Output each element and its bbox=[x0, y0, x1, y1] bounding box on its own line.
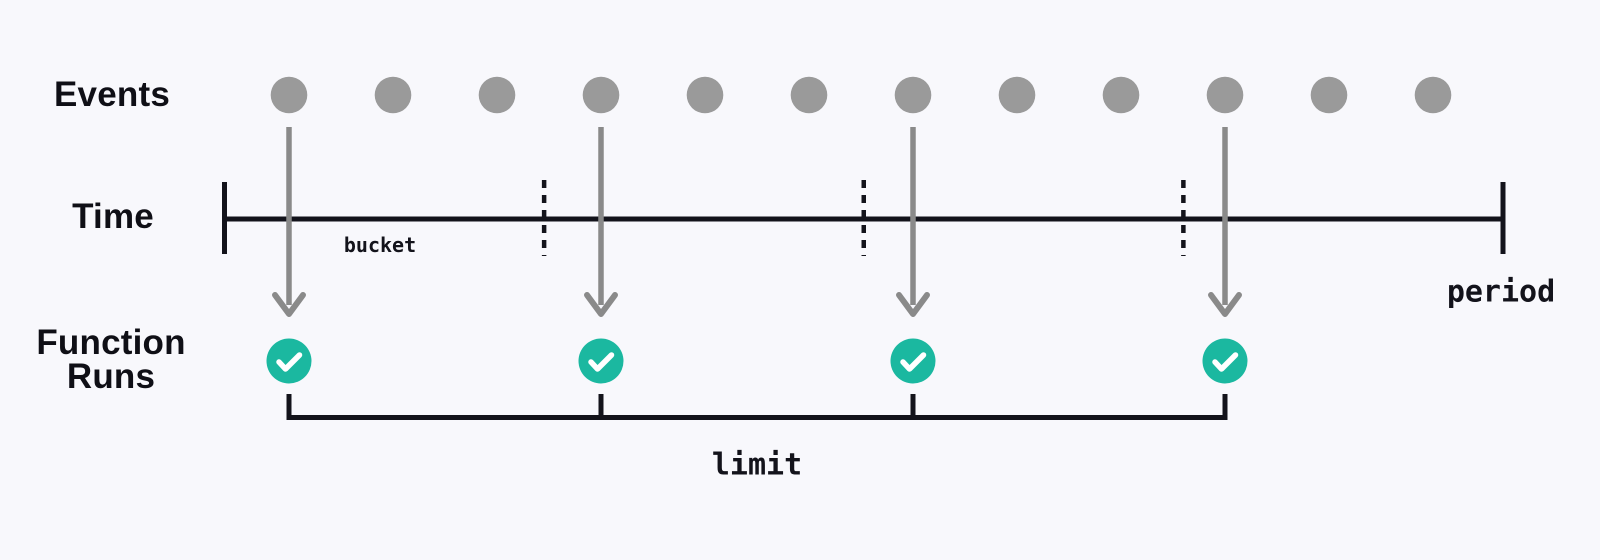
event-dot bbox=[1414, 76, 1452, 114]
function-run-badge bbox=[1202, 338, 1248, 384]
limit-annotation: limit bbox=[711, 447, 803, 483]
bucket-annotation: bucket bbox=[343, 233, 417, 257]
function-run-badge bbox=[890, 338, 936, 384]
check-icon bbox=[276, 352, 303, 372]
function-runs-row-label: Function Runs bbox=[36, 323, 186, 396]
event-dot bbox=[270, 76, 308, 114]
event-dot bbox=[478, 76, 516, 114]
event-dot bbox=[582, 76, 620, 114]
event-dot bbox=[686, 76, 724, 114]
event-dot bbox=[1310, 76, 1348, 114]
check-icon bbox=[900, 352, 927, 372]
event-dot bbox=[1206, 76, 1244, 114]
limit-bracket bbox=[286, 394, 1228, 420]
event-dot bbox=[374, 76, 412, 114]
arrow-head-icon bbox=[896, 292, 930, 317]
check-icon bbox=[1212, 352, 1239, 372]
event-dot bbox=[894, 76, 932, 114]
event-dot bbox=[998, 76, 1036, 114]
arrow-head-icon bbox=[584, 292, 618, 317]
function-runs-label-line2: Runs bbox=[66, 357, 156, 396]
function-runs-label-line1: Function bbox=[36, 323, 186, 362]
events-row-label: Events bbox=[54, 75, 170, 114]
arrow-head-icon bbox=[1208, 292, 1242, 317]
event-dot bbox=[790, 76, 828, 114]
event-dot bbox=[1102, 76, 1140, 114]
period-annotation: period bbox=[1446, 274, 1556, 310]
function-run-badge bbox=[266, 338, 312, 384]
time-row-label: Time bbox=[72, 197, 154, 236]
function-run-badge bbox=[578, 338, 624, 384]
check-icon bbox=[588, 352, 615, 372]
arrow-head-icon bbox=[272, 292, 306, 317]
